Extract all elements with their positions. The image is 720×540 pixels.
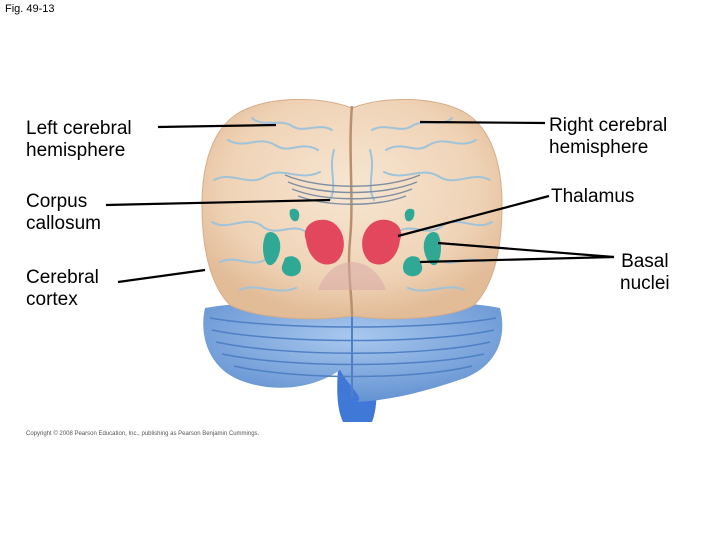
cerebrum	[202, 99, 502, 318]
label-basal-nuclei: Basal nuclei	[620, 251, 670, 295]
label-right-cerebral-hemisphere: Right cerebral hemisphere	[549, 115, 667, 159]
copyright-notice: Copyright © 2008 Pearson Education, Inc.…	[26, 431, 259, 437]
label-left-cerebral-hemisphere: Left cerebral hemisphere	[26, 118, 132, 162]
label-thalamus: Thalamus	[551, 186, 634, 208]
label-cerebral-cortex: Cerebral cortex	[26, 267, 99, 311]
cerebellum	[203, 302, 502, 402]
label-corpus-callosum: Corpus callosum	[26, 191, 101, 235]
